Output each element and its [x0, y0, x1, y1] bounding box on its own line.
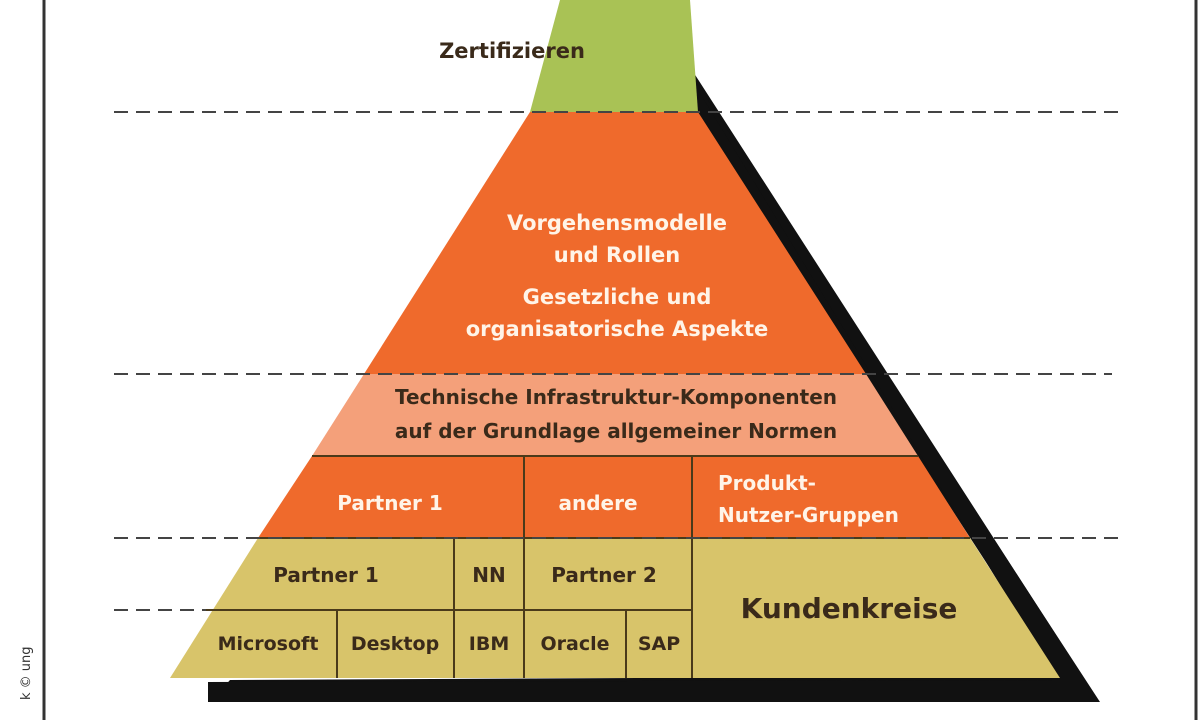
layer-groups: [258, 456, 970, 538]
label-groups-produkt-line2: Nutzer-Gruppen: [718, 503, 899, 527]
label-base-sap: SAP: [638, 633, 680, 655]
label-base-partner1: Partner 1: [273, 563, 379, 587]
label-groups-partner1: Partner 1: [337, 491, 443, 515]
label-base-kundenkreise: Kundenkreise: [741, 592, 958, 625]
layer-base: [170, 538, 1060, 678]
layer-process-models: [364, 112, 866, 374]
label-middle-line3: Gesetzliche und: [523, 285, 712, 309]
label-groups-produkt-line1: Produkt-: [718, 471, 816, 495]
label-middle-line1: Vorgehensmodelle: [507, 211, 727, 235]
label-base-oracle: Oracle: [540, 633, 609, 655]
label-middle-line2: und Rollen: [554, 243, 680, 267]
label-base-nn: NN: [472, 563, 505, 587]
label-zertifizieren: Zertifizieren: [439, 39, 585, 63]
label-base-ibm: IBM: [469, 633, 509, 655]
side-credit-text: k © ung: [19, 646, 34, 700]
layer-top-certify: [530, 0, 698, 112]
label-infra-line1: Technische Infrastruktur-Komponenten: [395, 385, 837, 409]
label-base-microsoft: Microsoft: [218, 633, 319, 655]
label-base-desktop: Desktop: [351, 633, 439, 655]
label-infra-line2: auf der Grundlage allgemeiner Normen: [395, 419, 837, 443]
label-middle-line4: organisatorische Aspekte: [466, 317, 769, 341]
layer-infrastructure: [312, 374, 918, 456]
label-groups-andere: andere: [558, 491, 637, 515]
label-base-partner2: Partner 2: [551, 563, 657, 587]
